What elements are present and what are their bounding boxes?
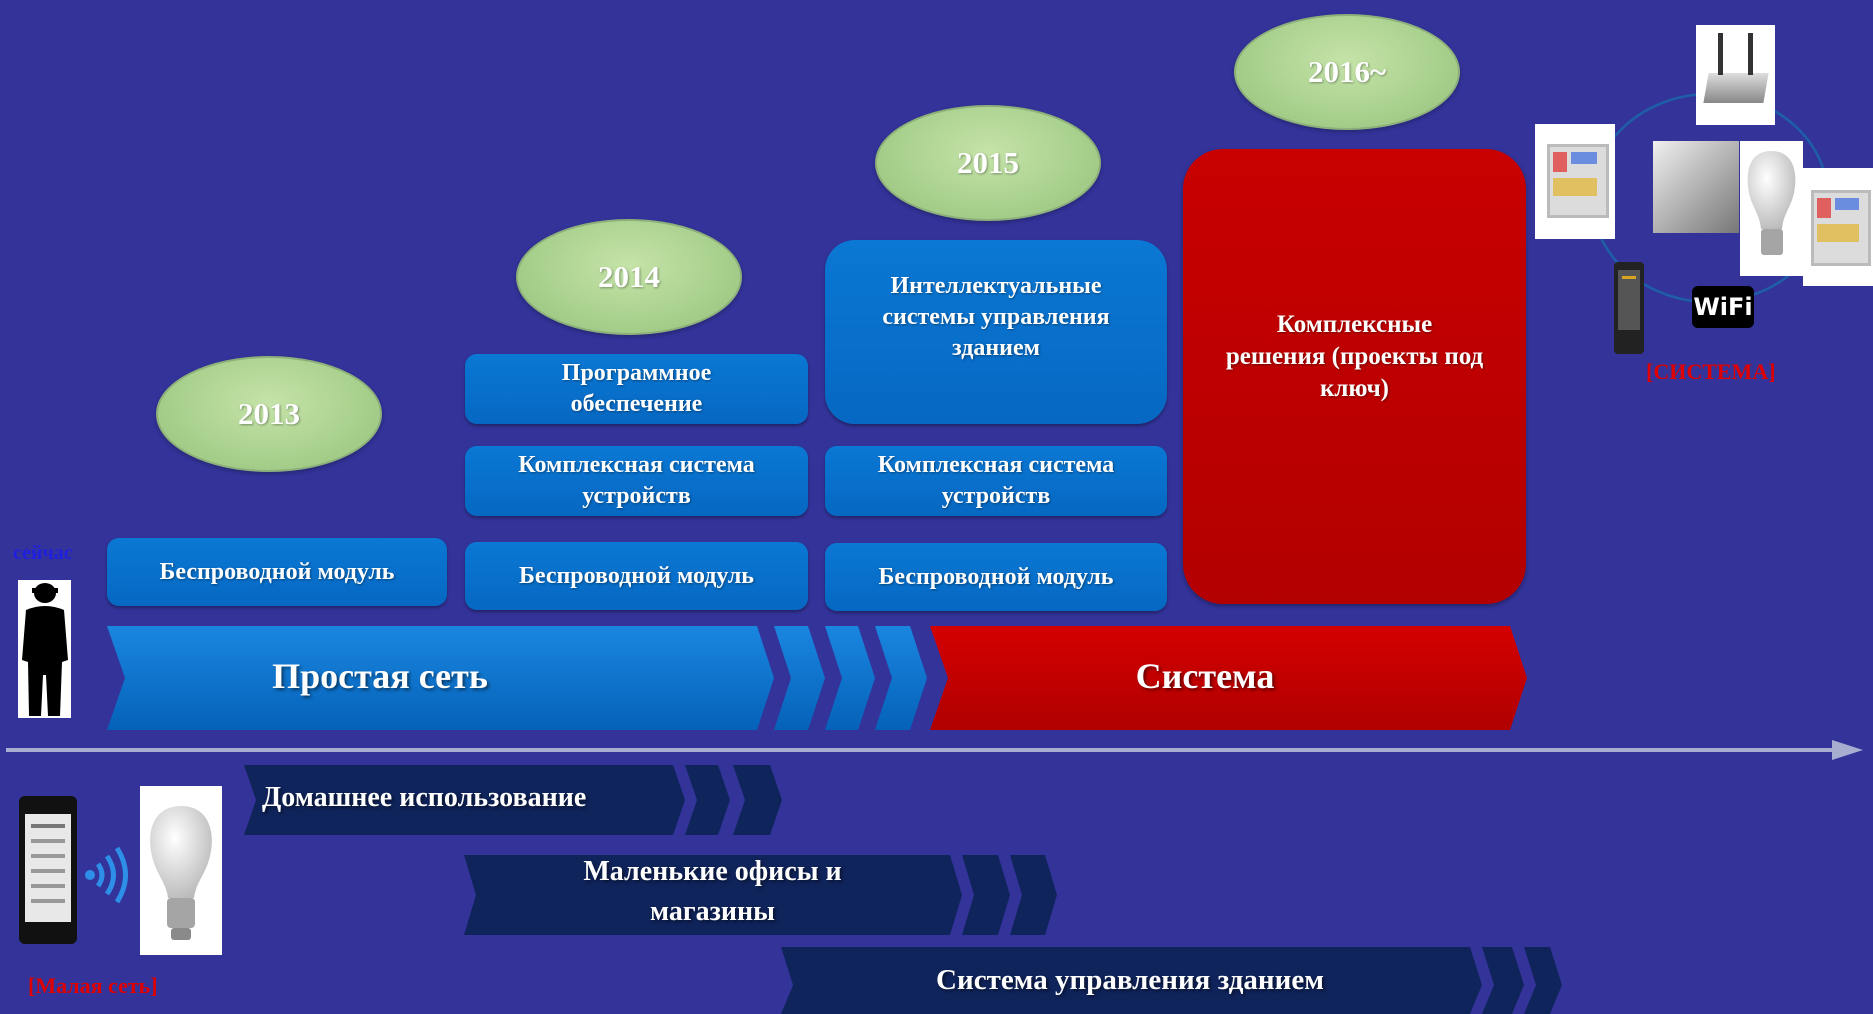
- year-2015-oval: 2015: [875, 105, 1101, 221]
- wireless-module-box-2013: Беспроводной модуль: [107, 538, 447, 606]
- timeline-axis: [6, 740, 1863, 760]
- wall-controller-icon: [1614, 262, 1644, 354]
- transition-chevron: [825, 626, 875, 730]
- year-label: 2015: [957, 145, 1019, 180]
- wireless-signal-icon: [85, 846, 128, 904]
- wifi-logo-icon: WiFi: [1692, 286, 1754, 328]
- router-icon: [1696, 25, 1775, 125]
- system-bulb-icon: [1740, 141, 1803, 276]
- year-2014-oval: 2014: [516, 219, 742, 335]
- system-arrow: [930, 626, 1527, 730]
- system-tag-label: [СИСТЕМА]: [1646, 359, 1776, 384]
- transition-chevron: [875, 626, 927, 730]
- bms-label: Система управления зданием: [936, 964, 1324, 996]
- wireless-module-box-2014: Беспроводной модуль: [465, 542, 808, 610]
- small-offices-label: Маленькие офисы и магазины: [583, 856, 842, 927]
- bms-arrow: [781, 947, 1482, 1014]
- smartphone-icon: [19, 796, 77, 944]
- wireless-module-box-2015: Беспроводной модуль: [825, 543, 1167, 611]
- year-2016-oval: 2016~: [1234, 14, 1460, 130]
- year-label: 2013: [238, 396, 300, 431]
- simple-network-arrow: [107, 626, 774, 730]
- led-bulb-icon: [140, 786, 222, 955]
- home-use-chevron: [685, 765, 730, 835]
- simple-network-label: Простая сеть: [272, 656, 488, 696]
- home-use-chevron: [733, 765, 782, 835]
- control-panel-screen-icon: [1535, 124, 1615, 239]
- segment-arrows: [244, 765, 1562, 1014]
- year-2013-oval: 2013: [156, 356, 382, 472]
- led-panel-icon: [1653, 141, 1739, 233]
- year-label: 2014: [598, 259, 660, 294]
- person-silhouette-icon: [18, 580, 71, 718]
- home-use-arrow: [244, 765, 685, 835]
- small-offices-arrow: [464, 855, 962, 935]
- transition-chevron: [774, 626, 825, 730]
- now-label: сейчас: [13, 542, 73, 564]
- complex-device-system-box-2014: Комплексная система устройств: [465, 446, 808, 516]
- intelligent-bms-box: Интеллектуальные системы управления здан…: [825, 240, 1167, 424]
- complex-device-system-box-2015: Комплексная система устройств: [825, 446, 1167, 516]
- system-label: Система: [1135, 656, 1275, 696]
- control-panel-screen-icon-2: [1803, 168, 1873, 286]
- small-network-label: [Малая сеть]: [28, 973, 158, 998]
- bms-chevron: [1524, 947, 1562, 1014]
- home-use-label: Домашнее использование: [262, 782, 587, 813]
- year-label: 2016~: [1307, 54, 1387, 89]
- turnkey-solutions-box: Комплексные решения (проекты под ключ): [1183, 149, 1526, 604]
- small-offices-chevron: [962, 855, 1010, 935]
- main-arrows: [107, 626, 1527, 730]
- software-box: Программное обеспечение: [465, 354, 808, 424]
- small-offices-chevron: [1010, 855, 1057, 935]
- bms-chevron: [1482, 947, 1524, 1014]
